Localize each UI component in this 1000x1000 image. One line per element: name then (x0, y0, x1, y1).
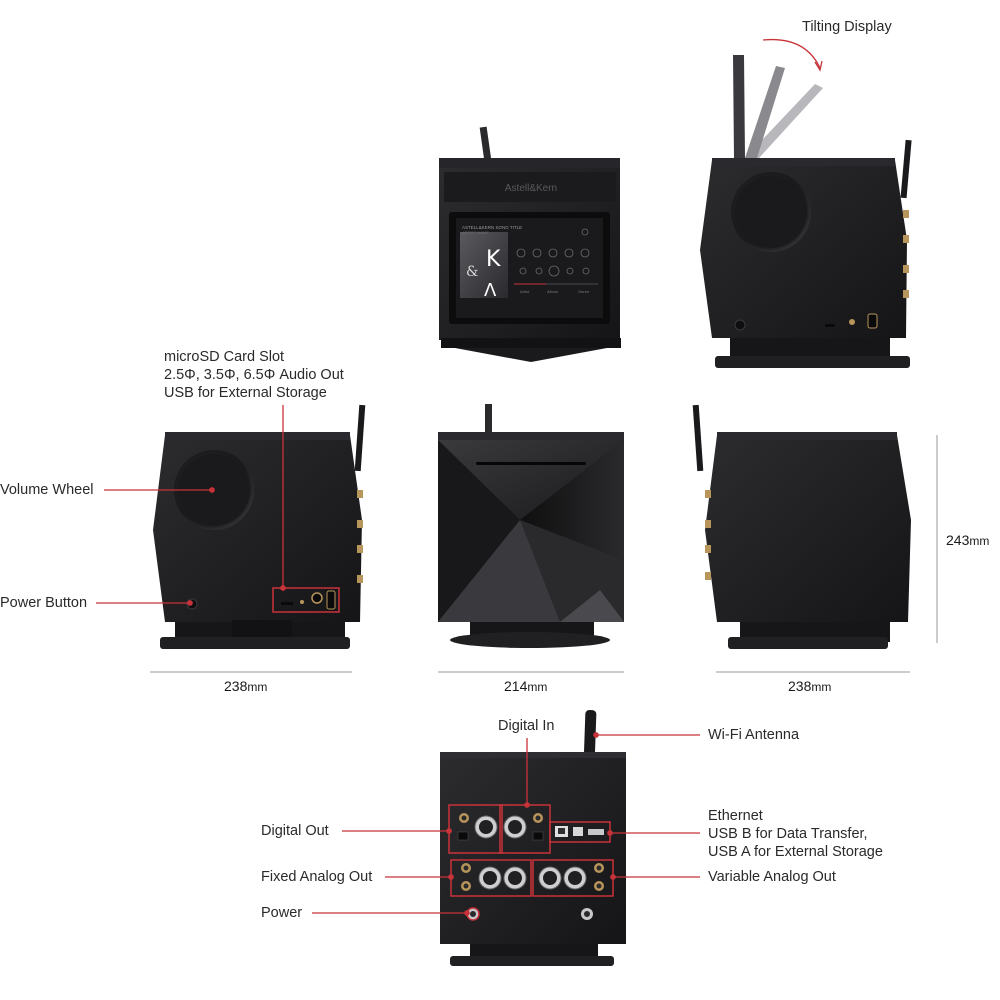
usb-a-text: USB A for External Storage (708, 844, 883, 860)
tilting-side-view (700, 38, 912, 368)
digital-in-label: Digital In (498, 718, 555, 734)
rear-view (440, 709, 626, 966)
depth-left-unit: mm (247, 680, 268, 694)
tilting-display-label: Tilting Display (802, 19, 892, 35)
depth-left-value: 238 (224, 678, 248, 694)
svg-text:&: & (466, 264, 478, 280)
power-button-label: Power Button (0, 595, 88, 611)
width-dimension: 214mm (504, 677, 547, 696)
front-faceted-view (438, 404, 624, 648)
screen-tab-genre: Genre (578, 289, 590, 294)
ethernet-text: Ethernet (708, 808, 763, 824)
dimension-lines (150, 435, 938, 673)
microsd-slot-text: microSD Card Slot (164, 349, 285, 365)
audio-out-text: 2.5Φ, 3.5Φ, 6.5Φ Audio Out (164, 367, 344, 383)
depth-right-value: 238 (788, 678, 812, 694)
volume-wheel-label: Volume Wheel (0, 482, 94, 498)
wifi-antenna-label: Wi-Fi Antenna (708, 727, 800, 743)
callout-lines (96, 405, 700, 916)
width-unit: mm (527, 680, 548, 694)
variable-analog-out-label: Variable Analog Out (708, 869, 836, 885)
depth-right-dimension: 238mm (788, 677, 831, 696)
ethernet-usb-label: Ethernet USB B for Data Transfer, USB A … (708, 807, 883, 861)
screen-tab-album: Album (547, 289, 559, 294)
microsd-slot (281, 602, 293, 605)
width-value: 214 (504, 678, 528, 694)
power-label: Power (261, 905, 303, 921)
height-unit: mm (969, 534, 990, 548)
depth-right-unit: mm (811, 680, 832, 694)
digital-out-label: Digital Out (261, 823, 329, 839)
left-side-view (153, 404, 366, 649)
height-value: 243 (946, 532, 970, 548)
screen-tab-artist: Artist (520, 289, 530, 294)
height-dimension: 243mm (946, 531, 989, 550)
svg-text:K: K (486, 247, 501, 272)
right-side-view (692, 404, 911, 649)
front-view-display: Astell&Kern & K Λ ASTELL&KERN SONG TITLE… (439, 126, 621, 362)
screen-song-title: ASTELL&KERN SONG TITLE (462, 225, 522, 230)
usb-port-side (326, 590, 336, 610)
front-brand: Astell&Kern (505, 183, 557, 194)
fixed-analog-out-label: Fixed Analog Out (261, 869, 373, 885)
svg-text:Λ: Λ (484, 280, 497, 301)
audio-out-jack (311, 592, 323, 604)
usb-external-storage-side-text: USB for External Storage (164, 385, 327, 401)
microsd-slot-label: microSD Card Slot 2.5Φ, 3.5Φ, 6.5Φ Audio… (164, 348, 344, 402)
usb-b-text: USB B for Data Transfer, (708, 826, 868, 842)
depth-left-dimension: 238mm (224, 677, 267, 696)
screen-artist: ARTIST NAME (462, 230, 489, 235)
